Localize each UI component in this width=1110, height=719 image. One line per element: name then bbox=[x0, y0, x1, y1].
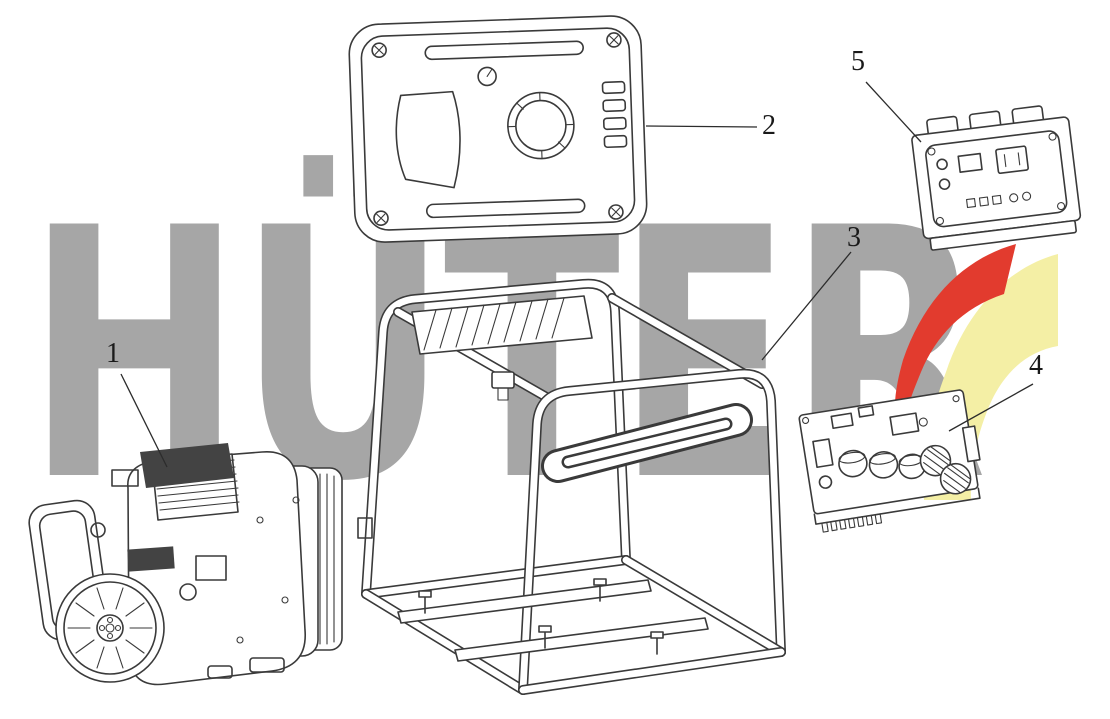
inverter-board-drawing bbox=[798, 389, 981, 533]
callout-label-2: 2 bbox=[762, 110, 776, 141]
leader-line-4 bbox=[948, 383, 1034, 432]
engine-assembly-drawing bbox=[28, 443, 343, 686]
screw-icon bbox=[371, 32, 624, 227]
pin-header-icon bbox=[821, 513, 883, 533]
logo-swoosh-red bbox=[894, 244, 1016, 414]
fuel-gauge-icon bbox=[477, 66, 497, 87]
callout-label-4: 4 bbox=[1029, 350, 1043, 381]
leader-line-3 bbox=[761, 251, 852, 361]
capacitor-icon bbox=[838, 449, 926, 480]
callout-label-5: 5 bbox=[851, 46, 865, 77]
mount-bolt-icon bbox=[418, 578, 664, 655]
callout-label-1: 1 bbox=[106, 338, 120, 369]
outlet-socket-icon bbox=[995, 145, 1029, 175]
leader-line-2 bbox=[645, 125, 758, 128]
vent-panel-icon bbox=[411, 295, 593, 401]
fuel-cap-icon bbox=[507, 91, 575, 160]
cooling-fan-icon bbox=[55, 573, 165, 683]
leader-line-5 bbox=[865, 81, 922, 143]
frame-drawing bbox=[357, 278, 786, 695]
callout-label-3: 3 bbox=[847, 222, 861, 253]
side-bracket-icon bbox=[357, 517, 373, 539]
leader-lines bbox=[120, 81, 1034, 468]
leader-line-1 bbox=[120, 373, 168, 468]
carry-handle-icon bbox=[541, 403, 753, 483]
fuel-tank-drawing bbox=[348, 15, 648, 243]
control-panel-drawing bbox=[911, 105, 1082, 251]
toroid-coil-icon bbox=[919, 444, 972, 495]
